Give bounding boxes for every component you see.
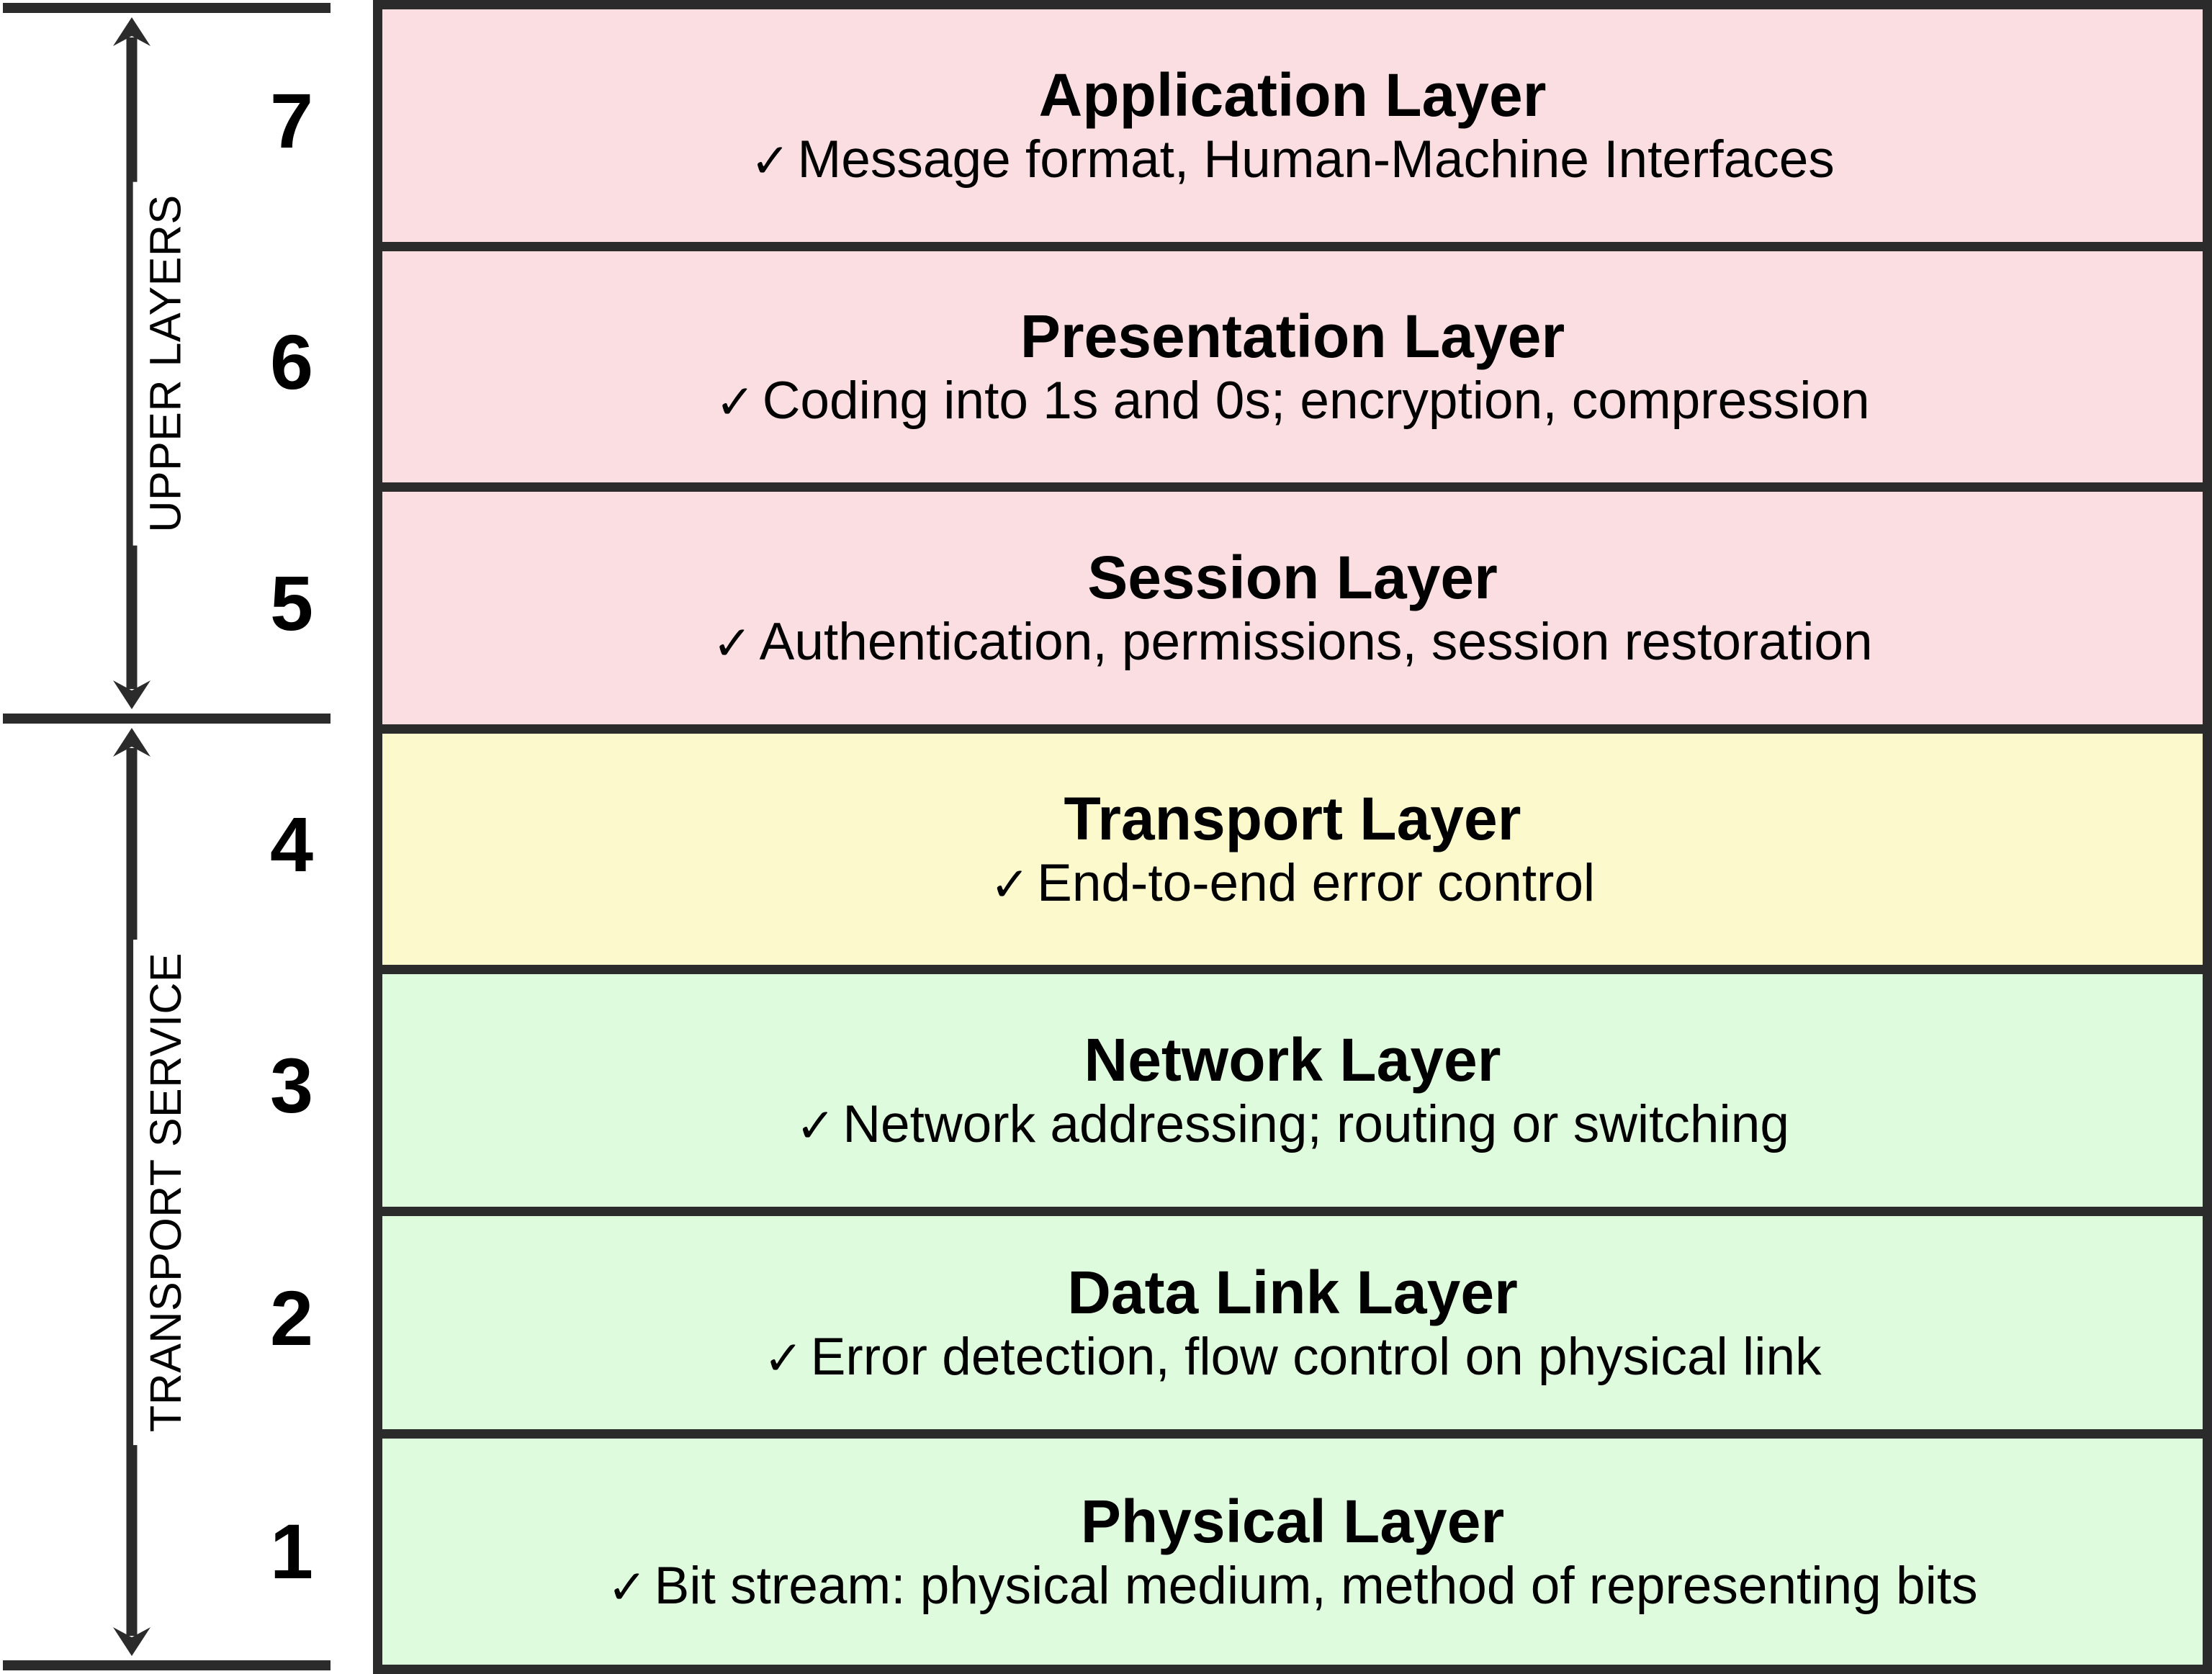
layer-title-session: Session Layer: [1087, 544, 1498, 612]
layer-box-transport[interactable]: Transport Layer ✓End-to-end error contro…: [382, 734, 2203, 974]
layer-description-session: ✓Authentication, permissions, session re…: [712, 613, 1873, 672]
layer-description-application: ✓Message format, Human-Machine Interface…: [750, 132, 1835, 188]
layer-description-presentation: ✓Coding into 1s and 0s; encryption, comp…: [715, 372, 1870, 431]
layer-number-4: 4: [269, 801, 314, 888]
layer-title-physical: Physical Layer: [1080, 1487, 1505, 1555]
layer-description-data-link-text: Error detection, flow control on physica…: [810, 1327, 1822, 1386]
layer-description-data-link: ✓Error detection, flow control on physic…: [763, 1327, 1822, 1386]
layer-box-data-link[interactable]: Data Link Layer ✓Error detection, flow c…: [382, 1216, 2203, 1439]
layer-box-session[interactable]: Session Layer ✓Authentication, permissio…: [382, 492, 2203, 734]
layer-number-1: 1: [269, 1508, 314, 1595]
layer-number-2: 2: [269, 1274, 314, 1362]
bracket-rule-bottom: [3, 1660, 331, 1670]
check-icon: ✓: [796, 1099, 836, 1153]
layer-title-application: Application Layer: [1038, 61, 1547, 130]
check-icon: ✓: [715, 375, 755, 429]
layer-description-network-text: Network addressing; routing or switching: [842, 1095, 1789, 1154]
check-icon: ✓: [712, 616, 752, 670]
layer-description-application-text: Message format, Human-Machine Interfaces: [797, 130, 1835, 189]
double-arrow-icon: [113, 17, 150, 709]
bracket-rule-middle: [3, 714, 331, 724]
check-icon: ✓: [750, 134, 791, 188]
layer-box-application[interactable]: Application Layer ✓Message format, Human…: [382, 9, 2203, 251]
layer-title-transport: Transport Layer: [1064, 785, 1521, 853]
layer-box-network[interactable]: Network Layer ✓Network addressing; routi…: [382, 974, 2203, 1216]
layer-description-physical-text: Bit stream: physical medium, method of r…: [654, 1556, 1978, 1615]
layer-box-presentation[interactable]: Presentation Layer ✓Coding into 1s and 0…: [382, 251, 2203, 492]
layer-number-5: 5: [269, 559, 314, 647]
layer-number-column: 7 6 5 4 3 2 1: [238, 0, 346, 1674]
layer-title-data-link: Data Link Layer: [1067, 1258, 1518, 1326]
layer-description-presentation-text: Coding into 1s and 0s; encryption, compr…: [762, 372, 1870, 431]
check-icon: ✓: [607, 1560, 647, 1614]
group-transport-service: TRANSPORT SERVICE: [0, 724, 331, 1660]
layer-description-transport: ✓End-to-end error control: [989, 854, 1596, 913]
layer-title-network: Network Layer: [1084, 1026, 1501, 1094]
double-arrow-icon: [113, 728, 150, 1656]
layer-stack: Application Layer ✓Message format, Human…: [373, 0, 2212, 1674]
layer-number-7: 7: [269, 77, 314, 164]
layer-title-presentation: Presentation Layer: [1020, 302, 1565, 371]
bracket-rule-top: [3, 3, 331, 13]
check-icon: ✓: [989, 858, 1030, 912]
layer-description-transport-text: End-to-end error control: [1037, 854, 1596, 913]
layer-number-6: 6: [269, 318, 314, 405]
layer-description-network: ✓Network addressing; routing or switchin…: [796, 1097, 1789, 1153]
group-upper-layers: UPPER LAYERS: [0, 13, 331, 714]
layer-description-session-text: Authentication, permissions, session res…: [759, 613, 1873, 672]
layer-box-physical[interactable]: Physical Layer ✓Bit stream: physical med…: [382, 1439, 2203, 1665]
check-icon: ✓: [763, 1331, 804, 1385]
layer-number-3: 3: [269, 1042, 314, 1129]
layer-description-physical: ✓Bit stream: physical medium, method of …: [607, 1556, 1978, 1615]
group-bracket-column: UPPER LAYERS TRANSPORT SERVICE: [0, 0, 374, 1674]
